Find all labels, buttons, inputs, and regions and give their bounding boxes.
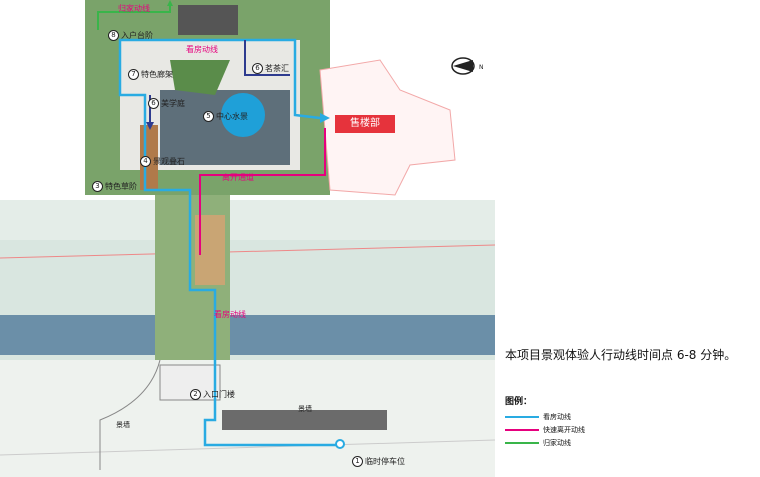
inner-route-arrow <box>146 122 154 130</box>
view-route-label-mid: 看房动线 <box>214 310 246 319</box>
river <box>0 315 495 355</box>
entrance-gate-text: 入口门楼 <box>203 390 235 399</box>
tea-garden-text: 茗茶汇 <box>265 64 289 73</box>
view-route-label-top: 看房动线 <box>186 45 218 54</box>
start-point <box>335 439 345 449</box>
legend-label-fast-exit: 快速离开动线 <box>543 426 585 434</box>
road-edge <box>0 439 496 456</box>
svg-text:N: N <box>479 64 484 71</box>
fast-exit-label: 离开通道 <box>222 173 254 182</box>
home-route-arrow <box>167 0 173 6</box>
central-water-text: 中心水景 <box>216 112 248 121</box>
feature-corridor-text: 特色廊架 <box>141 70 173 79</box>
home-route-line <box>97 5 171 30</box>
aesthetics-court-number: 6 <box>148 98 159 109</box>
grass-steps-number: 3 <box>92 181 103 192</box>
tea-garden-number: 6 <box>252 63 263 74</box>
curb <box>99 359 161 470</box>
legend-swatch-home-route <box>505 442 539 444</box>
central-water-feature <box>221 93 265 137</box>
note-text: 本项目景观体验人行动线时间点 6-8 分钟。 <box>505 348 737 362</box>
view-route-line <box>118 38 340 447</box>
entrance-gate-number: 2 <box>190 389 201 400</box>
legend-swatch-fast-exit <box>505 429 539 431</box>
entrance-steps-text: 入户台阶 <box>121 31 153 40</box>
parking-text: 临时停车位 <box>365 457 405 466</box>
boundary-line <box>0 244 496 259</box>
aesthetics-court-text: 美学庭 <box>161 99 185 108</box>
legend-label-home-route: 归家动线 <box>543 439 571 447</box>
building-top <box>178 5 238 35</box>
landscape-wall-label: 景墙 <box>298 405 312 413</box>
green-field <box>0 200 495 240</box>
rockery-text: 景观叠石 <box>153 157 185 166</box>
north-arrow-icon: N <box>451 57 484 75</box>
entrance-steps-number: 8 <box>108 30 119 41</box>
fast-exit-line <box>199 128 326 255</box>
legend-label-view-route: 看房动线 <box>543 413 571 421</box>
legend-swatch-view-route <box>505 416 539 418</box>
central-water-number: 5 <box>203 111 214 122</box>
legend-title: 图例： <box>505 397 533 407</box>
home-route-label: 归家动线 <box>118 4 150 13</box>
parking-number: 1 <box>352 456 363 467</box>
rockery-number: 4 <box>140 156 151 167</box>
sales-office-box: 售楼部 <box>335 115 395 133</box>
landscape-wall-block <box>222 410 387 430</box>
view-route-arrow <box>320 113 330 123</box>
feature-tree <box>170 60 230 95</box>
tea-route-line <box>244 40 290 76</box>
grass-steps-text: 特色草阶 <box>105 182 137 191</box>
wall-label: 景墙 <box>116 421 130 429</box>
feature-corridor-number: 7 <box>128 69 139 80</box>
